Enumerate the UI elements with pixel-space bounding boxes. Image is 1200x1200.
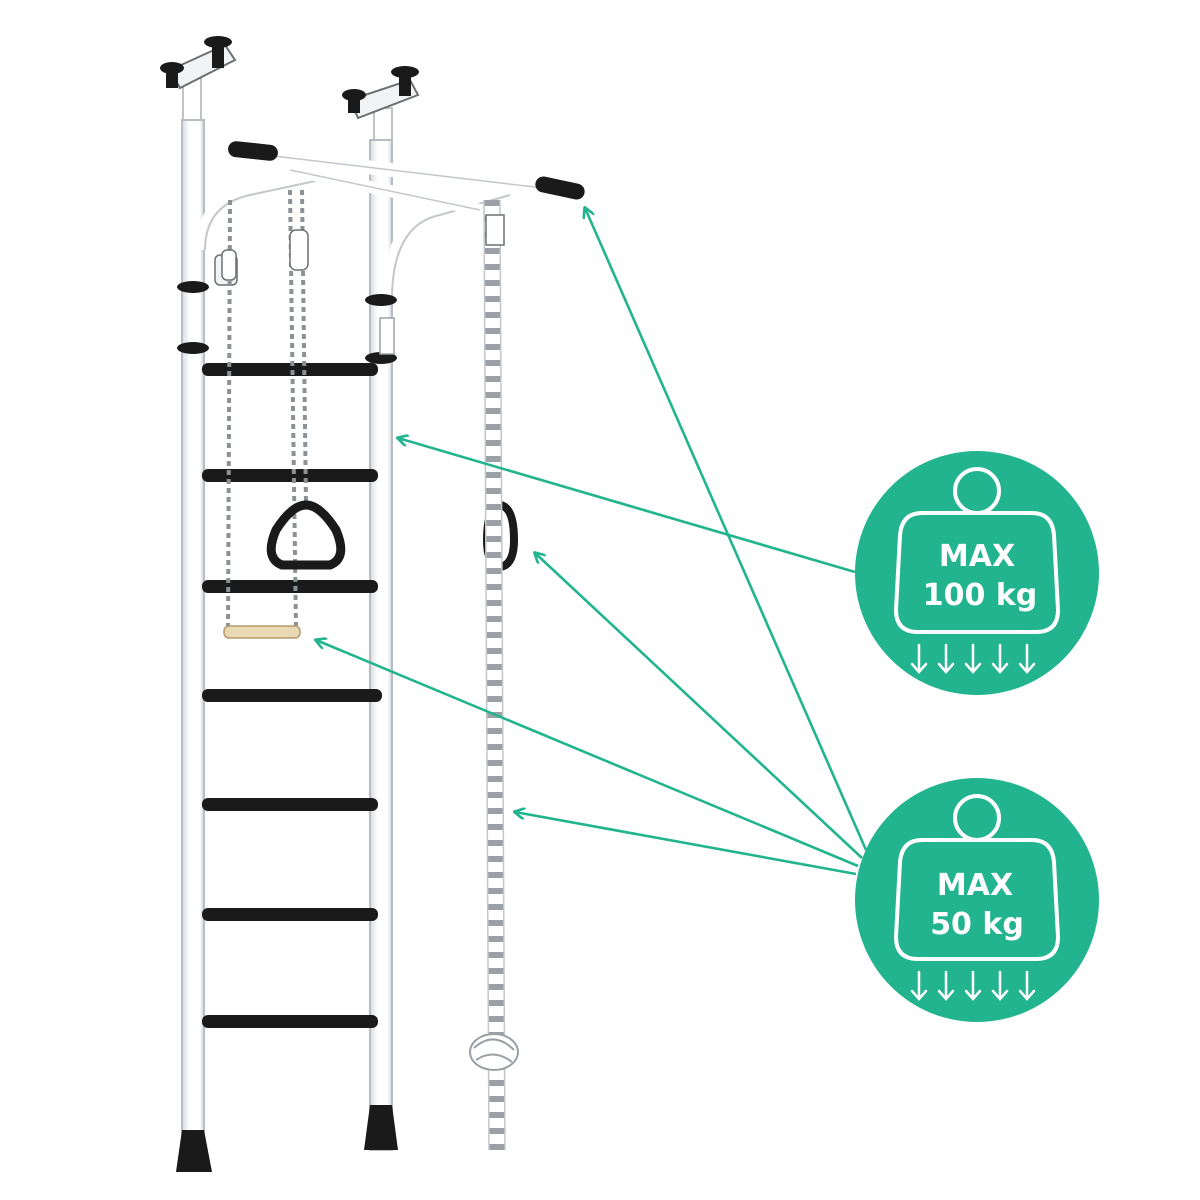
badge-100kg-line1: MAX [939, 539, 1015, 574]
max-load-badge-50kg: MAX 50 kg [855, 778, 1099, 1022]
rung [202, 798, 378, 811]
ropes [221, 189, 309, 631]
rung [202, 363, 378, 376]
arrows [316, 208, 868, 876]
left-upright [181, 119, 205, 1151]
left-foot [176, 1130, 212, 1172]
rung [202, 689, 382, 702]
trapeze-bar [223, 625, 301, 639]
rungs [202, 363, 382, 1028]
rung [202, 469, 378, 482]
max-load-badge-100kg: MAX 100 kg [855, 451, 1099, 695]
pull-up-bar [228, 141, 585, 216]
rung [202, 580, 378, 593]
badge-50kg-line1: MAX [937, 868, 1013, 903]
rung [202, 1015, 378, 1028]
arrow-50kg-rings [535, 553, 863, 859]
weight-icon [894, 794, 1060, 961]
clamps [177, 254, 397, 364]
arrow-50kg-pullup-bar [585, 208, 868, 851]
ceiling-mount-right [342, 66, 420, 149]
down-arrows-icon [910, 970, 1036, 1001]
wall-bars-icon [160, 36, 585, 1172]
rung [202, 908, 378, 921]
arrow-50kg-trapeze [316, 640, 859, 868]
gymnastic-ring-left [266, 500, 346, 570]
arrow-50kg-rope [515, 812, 857, 876]
right-foot [364, 1105, 398, 1150]
badge-50kg-line2: 50 kg [930, 907, 1024, 942]
badge-100kg-line2: 100 kg [923, 578, 1038, 613]
arrow-100kg-frame [398, 438, 856, 574]
down-arrows-icon [910, 643, 1036, 674]
ceiling-mount-left [160, 36, 237, 126]
climbing-rope [469, 199, 519, 1151]
weight-icon [894, 467, 1060, 634]
